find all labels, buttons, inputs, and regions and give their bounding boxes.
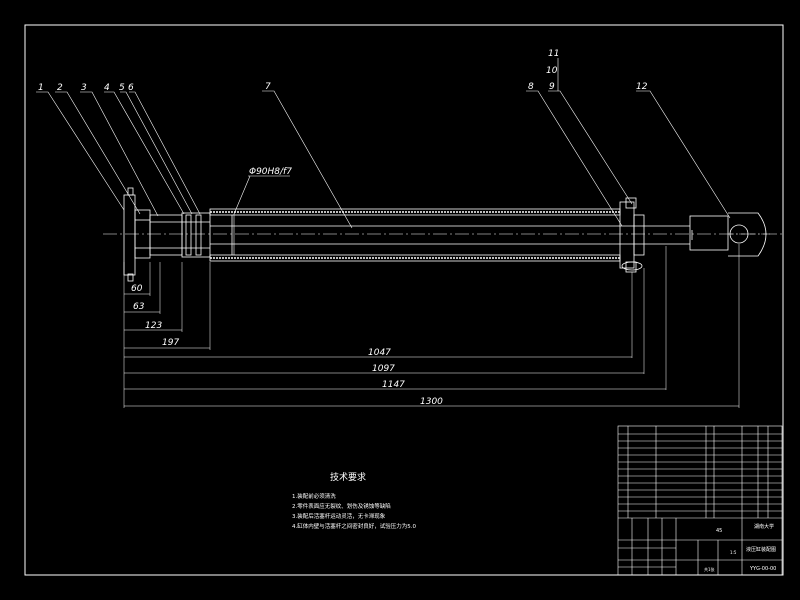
dimension-lines [123, 244, 740, 408]
cylinder-barrel [209, 208, 621, 262]
tech-req-item-2: 2.零件表面应无裂纹、划伤及锈蚀等缺陷 [292, 502, 391, 510]
piston [181, 212, 211, 258]
rod-eye [689, 212, 770, 257]
tb-drawing-number: YYG-00-00 [749, 566, 776, 572]
leader-lines [36, 58, 731, 229]
tech-req-title: 技术要求 [330, 471, 366, 483]
part-label-3: 3 [81, 83, 87, 93]
piston-rod [210, 215, 690, 255]
tb-drawing-title: 液压缸装配图 [746, 546, 776, 553]
tech-req-item-1: 1.装配前必须清洗 [292, 492, 336, 500]
dim-60: 60 [131, 284, 143, 294]
part-label-7: 7 [265, 82, 271, 92]
dim-1097: 1097 [372, 364, 395, 374]
part-label-6: 6 [128, 83, 134, 93]
tb-material: 45 [716, 528, 722, 534]
tb-sheet: 共1张 [704, 566, 715, 572]
dim-197: 197 [162, 338, 179, 348]
dim-1047: 1047 [368, 348, 391, 358]
fit-annotation: Φ90H8/f7 [233, 167, 292, 255]
dim-123: 123 [145, 321, 162, 331]
tb-school: 湖南大学 [754, 523, 774, 530]
part-labels: 1 2 3 4 5 6 7 8 9 10 11 12 [38, 49, 648, 93]
part-label-4: 4 [104, 83, 110, 93]
dimension-values: 60 63 123 197 1047 1097 1147 1300 [131, 284, 443, 407]
part-label-11: 11 [548, 49, 559, 59]
part-label-12: 12 [636, 82, 648, 92]
gland [619, 197, 645, 273]
fit-annotation-text: Φ90H8/f7 [249, 167, 292, 177]
tb-scale: 1:5 [730, 550, 737, 555]
drawing-frame [24, 24, 784, 576]
part-label-2: 2 [57, 83, 63, 93]
title-block [617, 425, 783, 576]
part-label-10: 10 [546, 66, 558, 76]
dim-63: 63 [133, 302, 145, 312]
title-block-text: 45 湖南大学 液压缸装配图 1:5 共1张 YYG-00-00 [704, 523, 776, 572]
part-label-5: 5 [119, 83, 125, 93]
part-label-1: 1 [38, 83, 44, 93]
dim-1300: 1300 [420, 397, 443, 407]
part-label-8: 8 [528, 82, 534, 92]
tech-req-item-4: 4.缸体内壁与活塞杆之间密封良好，试验压力为5.0 [292, 522, 416, 530]
dim-1147: 1147 [382, 380, 405, 390]
part-label-9: 9 [549, 82, 555, 92]
tech-req-item-3: 3.装配后活塞杆运动灵活，无卡滞现象 [292, 512, 386, 520]
technical-requirements: 技术要求 1.装配前必须清洗 2.零件表面应无裂纹、划伤及锈蚀等缺陷 3.装配后… [292, 471, 416, 530]
cylinder-assembly [103, 187, 782, 282]
